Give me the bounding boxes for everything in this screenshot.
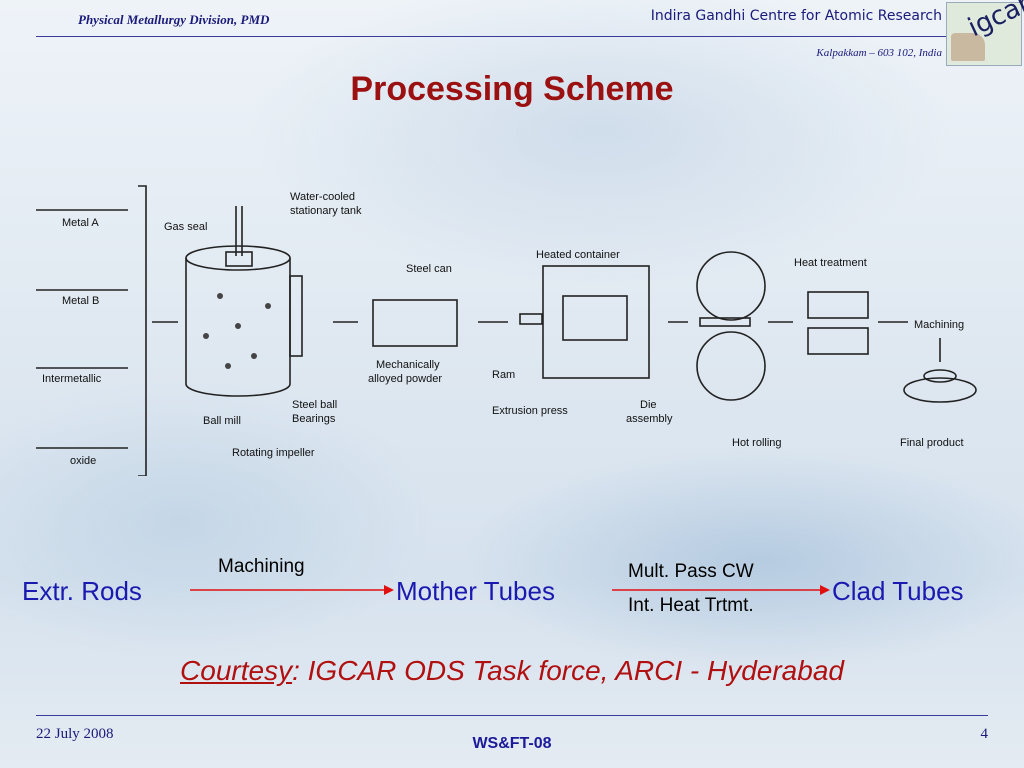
label-extrusion-press: Extrusion press [492,405,568,417]
label-hot-rolling: Hot rolling [732,437,782,449]
label-gas-seal: Gas seal [164,221,207,233]
footer-date: 22 July 2008 [36,726,114,742]
flow-mother-tubes: Mother Tubes [396,576,555,606]
label-bearings: Bearings [292,413,336,425]
label-heat-treatment: Heat treatment [794,257,867,269]
label-steel-can: Steel can [406,263,452,275]
flow-arrow-2 [612,585,830,595]
igcar-logo: igcar [946,0,1024,66]
logo-building-graphic [951,33,985,61]
courtesy-label: Courtesy [180,655,293,686]
label-final-product: Final product [900,437,964,449]
footer-event: WS&FT-08 [472,735,552,752]
courtesy-line: Courtesy: IGCAR ODS Task force, ARCI - H… [0,655,1024,687]
footer-divider [36,715,988,716]
header-divider [36,36,948,37]
slide-title: Processing Scheme [350,70,674,108]
flow-extr-rods: Extr. Rods [22,576,142,606]
input-intermetallic: Intermetallic [42,373,102,385]
processing-scheme-diagram: Metal A Metal B Intermetallic oxide Gas … [36,185,977,476]
heat-treatment-bottom [807,327,869,355]
label-heated-container: Heated container [536,249,620,261]
institute-name: Indira Gandhi Centre for Atomic Research [650,8,942,24]
label-tank-1: Water-cooled [290,191,355,203]
label-machining: Machining [914,319,964,331]
roll-bottom [696,331,766,401]
label-steel-ball: Steel ball [292,399,337,411]
flow-arrow-1 [190,585,394,595]
flow-clad-tubes: Clad Tubes [832,576,964,606]
label-tank-2: stationary tank [290,205,362,217]
input-metal-a: Metal A [62,217,99,229]
roll-top [696,251,766,321]
label-ram: Ram [492,369,515,381]
final-product [903,377,977,403]
steel-can [372,299,458,347]
ball-mill-bottom [185,383,291,397]
input-bracket [138,185,147,476]
logo-text: igcar [963,0,1024,44]
label-impeller: Rotating impeller [232,447,315,459]
flow-heat-label: Int. Heat Trtmt. [628,595,754,616]
label-die-assembly: assembly [626,413,673,425]
division-label: Physical Metallurgy Division, PMD [78,12,270,27]
flow-machining-label: Machining [218,556,305,577]
input-metal-b: Metal B [62,295,99,307]
flow-cw-label: Mult. Pass CW [628,561,754,582]
extrusion-container [542,265,650,379]
page-number: 4 [980,726,989,742]
institute-address: Kalpakkam – 603 102, India [816,47,942,59]
label-die: Die [640,399,657,411]
label-powder-2: alloyed powder [368,373,442,385]
label-powder-1: Mechanically [376,359,440,371]
label-ball-mill: Ball mill [203,415,241,427]
input-oxide: oxide [70,455,96,467]
courtesy-text: : IGCAR ODS Task force, ARCI - Hyderabad [292,655,844,686]
heat-treatment-top [807,291,869,319]
